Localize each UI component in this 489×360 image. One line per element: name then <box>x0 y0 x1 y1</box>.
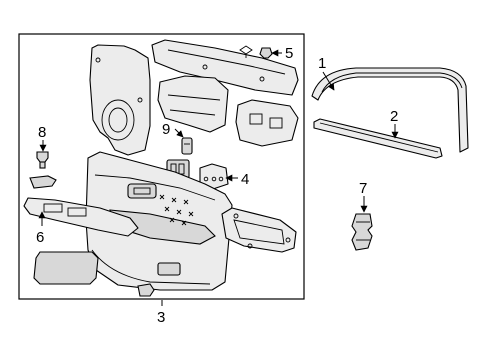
callout-1: 1 <box>318 55 326 72</box>
callout-6: 6 <box>36 229 44 246</box>
assembly-frame <box>18 33 305 300</box>
leader-9 <box>174 128 184 138</box>
upper-door-panel <box>89 44 151 156</box>
clip-7 <box>351 213 373 251</box>
bottom-clip <box>137 283 155 297</box>
door-trim-panel <box>85 151 233 291</box>
callout-5: 5 <box>285 45 293 62</box>
leader-1 <box>322 71 335 91</box>
map-pocket <box>33 251 99 285</box>
callout-8: 8 <box>38 124 46 141</box>
callout-3: 3 <box>157 309 165 326</box>
inner-shield <box>157 75 229 133</box>
callout-9: 9 <box>162 121 170 138</box>
frame-bracket <box>221 207 297 253</box>
callout-2: 2 <box>390 108 398 125</box>
callout-4: 4 <box>241 171 249 188</box>
door-reinforcement-bracket <box>151 39 299 96</box>
push-pin-5 <box>239 45 273 59</box>
screw-8 <box>36 151 49 169</box>
belt-molding-2 <box>313 118 443 159</box>
side-bracket <box>235 99 299 147</box>
clip-9 <box>181 137 193 155</box>
callout-7: 7 <box>359 180 367 197</box>
armrest-6 <box>23 175 139 237</box>
